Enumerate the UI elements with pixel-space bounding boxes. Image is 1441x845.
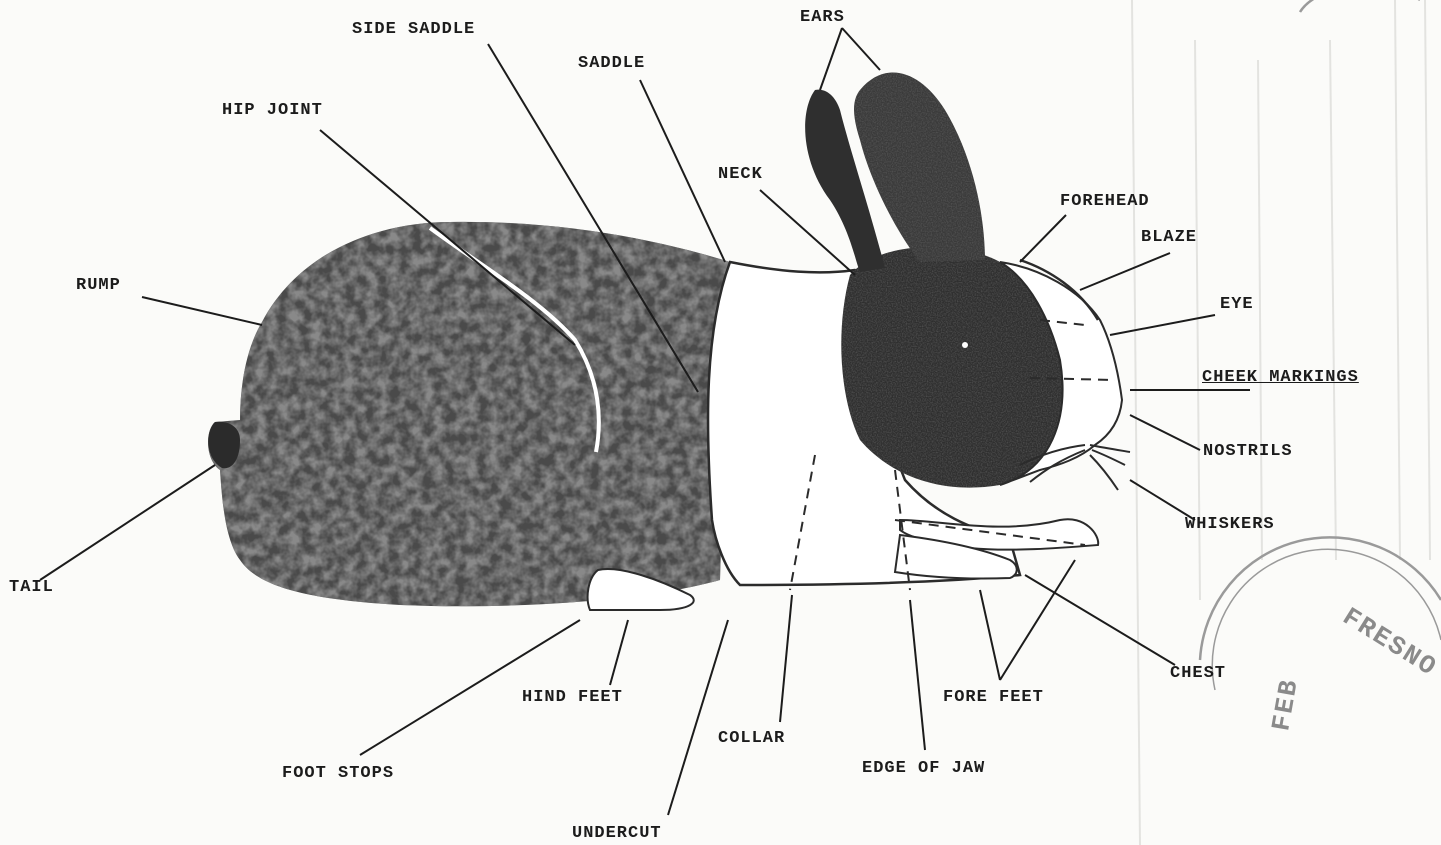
- label-nostrils: NOSTRILS: [1203, 443, 1293, 460]
- label-fore-feet: FORE FEET: [943, 689, 1044, 706]
- label-edge-of-jaw: EDGE OF JAW: [862, 760, 985, 777]
- postmark-stamp: [1200, 0, 1441, 690]
- eye-dot: [962, 342, 968, 348]
- label-blaze: BLAZE: [1141, 229, 1197, 246]
- label-saddle: SADDLE: [578, 55, 645, 72]
- label-hip-joint: HIP JOINT: [222, 102, 323, 119]
- label-collar: COLLAR: [718, 730, 785, 747]
- label-undercut: UNDERCUT: [572, 825, 662, 842]
- label-neck: NECK: [718, 166, 763, 183]
- label-ears: EARS: [800, 9, 845, 26]
- label-whiskers: WHISKERS: [1185, 516, 1275, 533]
- label-chest: CHEST: [1170, 665, 1226, 682]
- label-forehead: FOREHEAD: [1060, 193, 1150, 210]
- label-cheek-markings: CHEEK MARKINGS: [1202, 369, 1359, 386]
- label-rump: RUMP: [76, 277, 121, 294]
- label-side-saddle: SIDE SADDLE: [352, 21, 475, 38]
- label-hind-feet: HIND FEET: [522, 689, 623, 706]
- label-foot-stops: FOOT STOPS: [282, 765, 394, 782]
- postmark-date: FEB: [1266, 676, 1305, 733]
- label-tail: TAIL: [9, 579, 54, 596]
- postmark-text: FRESNO: [1337, 602, 1441, 683]
- label-eye: EYE: [1220, 296, 1254, 313]
